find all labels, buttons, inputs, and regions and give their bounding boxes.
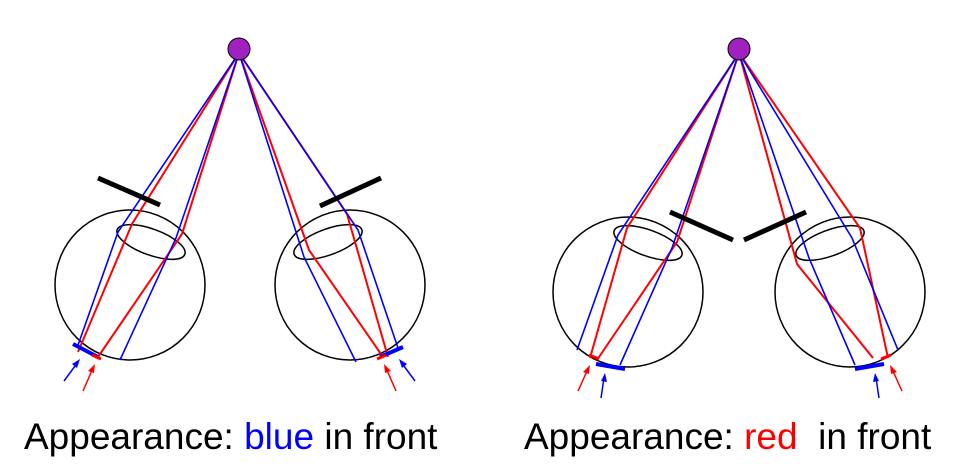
blue-ray: [576, 52, 740, 351]
right-panel-left-occluder-bar: [668, 209, 735, 243]
left-panel-right-lens: [293, 223, 363, 261]
left-panel-perception-arrows: [63, 359, 416, 392]
left-panel-right-eyeball: [274, 209, 426, 361]
right-caption: Appearance: red in front: [524, 416, 932, 457]
right-panel-red-rays: [589, 52, 889, 361]
right-panel-right-blue-image: [854, 362, 885, 371]
blue-ray: [738, 52, 856, 366]
right-caption-highlight: red: [744, 416, 797, 457]
right-caption-suffix: in front: [798, 416, 932, 457]
left-panel-light-source: [227, 37, 251, 61]
red-ray: [738, 52, 889, 359]
red-ray: [77, 52, 240, 353]
blue-ray: [76, 52, 240, 349]
red-arrowhead: [890, 365, 897, 374]
blue-arrowhead: [399, 359, 407, 368]
left-panel-right-occluder-bar: [318, 175, 383, 209]
left-panel: [54, 37, 426, 392]
right-panel: [552, 37, 926, 399]
right-panel-left-blue-image: [595, 362, 626, 371]
left-panel-left-red-image: [91, 353, 102, 361]
left-panel-left-occluder-bar: [97, 175, 161, 208]
red-arrowhead: [384, 364, 391, 373]
right-panel-left-lens: [613, 224, 683, 262]
blue-ray: [238, 52, 399, 349]
red-arrowhead: [88, 364, 95, 373]
blue-ray: [619, 52, 740, 366]
left-panel-left-eyeball: [54, 209, 206, 361]
left-panel-left-lens: [116, 223, 186, 261]
right-panel-right-occluder-bar: [742, 209, 808, 243]
red-ray: [97, 52, 240, 358]
red-ray: [238, 52, 389, 358]
blue-ray: [238, 52, 357, 363]
right-panel-right-red-image: [880, 353, 892, 361]
right-panel-left-red-image: [588, 353, 600, 361]
right-panel-right-eyeball: [774, 216, 926, 368]
left-caption-prefix: Appearance:: [24, 416, 244, 457]
left-caption-suffix: in front: [314, 416, 438, 457]
red-arrowhead: [583, 365, 590, 374]
blue-ray: [119, 52, 240, 361]
right-panel-blue-rays: [576, 52, 899, 366]
blue-ray: [738, 52, 899, 351]
red-ray: [596, 52, 740, 361]
blue-arrowhead: [873, 373, 879, 382]
right-panel-perception-arrows: [577, 365, 903, 399]
right-panel-right-lens: [795, 224, 865, 262]
red-ray: [738, 52, 874, 359]
blue-arrowhead: [72, 359, 80, 368]
blue-arrowhead: [601, 373, 607, 382]
left-caption-highlight: blue: [244, 416, 314, 457]
red-ray: [238, 52, 384, 358]
left-panel-blue-rays: [76, 52, 399, 363]
right-caption-prefix: Appearance:: [524, 416, 744, 457]
left-panel-right-red-image: [376, 353, 387, 361]
red-ray: [589, 52, 740, 359]
right-panel-left-eyeball: [552, 216, 704, 368]
right-panel-light-source: [727, 37, 751, 61]
left-panel-red-rays: [77, 52, 389, 358]
left-caption: Appearance: blue in front: [24, 416, 438, 457]
